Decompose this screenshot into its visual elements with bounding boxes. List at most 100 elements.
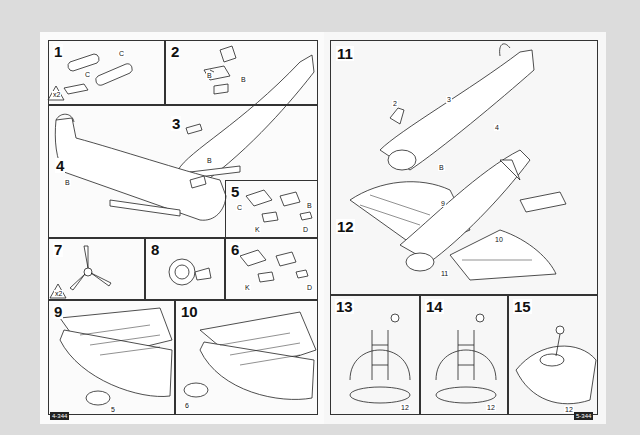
- part-drawings: [500, 160, 566, 212]
- step-number: 6: [230, 242, 240, 257]
- part-drawings: [350, 387, 410, 403]
- part-drawings: [380, 50, 534, 170]
- part-drawings: [96, 64, 132, 85]
- part-drawings: [110, 200, 180, 216]
- part-drawings: [178, 55, 314, 178]
- page-number: 5-344: [574, 412, 593, 420]
- step-number: 8: [150, 242, 160, 257]
- part-drawings: [540, 354, 564, 366]
- part-callout: C: [118, 50, 125, 57]
- step-panel: 34: [48, 105, 318, 238]
- part-callout: B: [438, 164, 445, 171]
- part-drawings: [240, 250, 308, 282]
- part-drawings: [80, 325, 160, 355]
- part-drawings: [86, 391, 110, 405]
- part-drawings: [390, 108, 404, 124]
- part-callout: 12: [564, 406, 574, 413]
- part-drawings: [556, 334, 560, 356]
- part-drawings: [246, 190, 312, 222]
- step-number: 7: [53, 242, 63, 257]
- page-number: 4-344: [50, 412, 69, 420]
- part-drawings: [195, 268, 211, 280]
- part-drawings: [372, 330, 388, 380]
- part-drawings: [388, 150, 416, 170]
- part-callout: D: [302, 226, 309, 233]
- step-number: 15: [513, 299, 532, 314]
- step-panel: 9: [48, 300, 175, 415]
- step-panel: 2: [165, 40, 318, 105]
- part-drawings: [436, 387, 496, 403]
- part-callout: 2: [392, 100, 398, 107]
- part-drawings: [48, 86, 64, 100]
- part-drawings: [190, 176, 206, 188]
- part-drawings: [220, 333, 300, 365]
- part-callout: C: [236, 204, 243, 211]
- step-number: 14: [425, 299, 444, 314]
- sheet-pages: [40, 32, 606, 424]
- part-drawings: [56, 114, 74, 122]
- step-panel: 8: [145, 238, 225, 300]
- part-drawings: [556, 326, 564, 334]
- part-callout: 6: [184, 402, 190, 409]
- step-number: 5: [230, 184, 240, 199]
- part-drawings: [476, 314, 484, 322]
- part-callout: K: [254, 226, 261, 233]
- part-drawings: [70, 246, 111, 290]
- part-drawings: [55, 118, 226, 220]
- part-drawings: [186, 124, 202, 134]
- part-callout: B: [64, 179, 71, 186]
- part-drawings: [60, 330, 172, 397]
- part-drawings: [175, 265, 189, 279]
- step-number: 9: [53, 304, 63, 319]
- part-callout: B: [206, 72, 213, 79]
- step-number: 13: [335, 299, 354, 314]
- part-callout: 5: [110, 406, 116, 413]
- step-panel: 15: [508, 295, 598, 415]
- step-number: 3: [171, 116, 181, 131]
- step-number: 11: [336, 46, 354, 61]
- part-callout: 4: [494, 124, 500, 131]
- part-callout: x2: [54, 290, 63, 297]
- part-drawings: [48, 44, 596, 405]
- part-callout: 3: [446, 96, 452, 103]
- sheet-pages: [40, 32, 324, 424]
- part-drawings: [68, 54, 99, 71]
- step-panel: 11 12: [330, 40, 598, 295]
- part-callout: 10: [494, 236, 504, 243]
- part-callout: B: [206, 157, 213, 164]
- part-drawings: [458, 330, 474, 380]
- part-callout: x2: [52, 91, 61, 98]
- part-drawings: [204, 46, 236, 94]
- part-drawings: [500, 44, 510, 56]
- step-panel: 6: [225, 238, 318, 300]
- part-callout: D: [306, 284, 313, 291]
- step-panel: 1: [48, 40, 165, 105]
- part-drawings: [450, 230, 556, 280]
- part-callout: 11: [440, 270, 449, 277]
- part-callout: 12: [400, 404, 410, 411]
- part-callout: B: [240, 76, 247, 83]
- step-number: 4: [55, 158, 65, 173]
- part-drawings: [184, 383, 208, 397]
- step-panel: 10: [175, 300, 318, 415]
- part-callout: K: [244, 284, 251, 291]
- part-drawings: [406, 253, 434, 271]
- part-drawings: [391, 314, 399, 322]
- part-callout: 9: [440, 200, 446, 207]
- part-drawings: [169, 259, 195, 285]
- step-number: 2: [170, 44, 180, 59]
- part-drawings: [360, 195, 532, 260]
- sheet-pages: [324, 32, 606, 424]
- part-callout: C: [84, 71, 91, 78]
- step-panel: 13: [330, 295, 420, 415]
- step-number: 12: [336, 219, 355, 234]
- part-drawings: [84, 268, 92, 276]
- step-number: 1: [53, 44, 63, 59]
- part-callout: 12: [486, 404, 496, 411]
- part-drawings: [50, 284, 66, 298]
- step-number: 10: [180, 304, 199, 319]
- part-drawings: [64, 84, 88, 94]
- part-callout: B: [306, 202, 313, 209]
- step-panel: 14: [420, 295, 508, 415]
